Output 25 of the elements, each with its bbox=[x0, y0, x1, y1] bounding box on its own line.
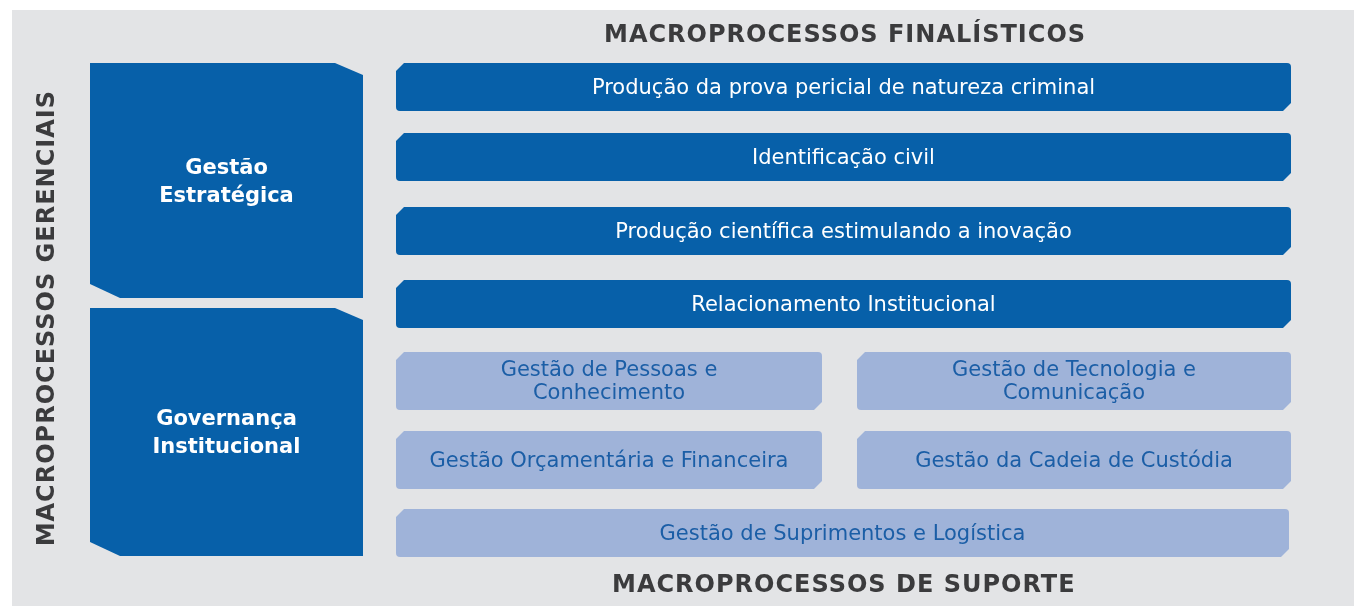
process-box bbox=[90, 308, 363, 556]
process-label: Relacionamento Institucional bbox=[691, 292, 996, 316]
process-label: Gestão de Pessoas e Conhecimento bbox=[499, 358, 719, 404]
section-heading: MACROPROCESSOS GERENCIAIS bbox=[32, 90, 60, 547]
process-box bbox=[396, 352, 822, 410]
process-label: Produção científica estimulando a inovação bbox=[615, 219, 1072, 243]
process-box bbox=[90, 63, 363, 298]
process-label: Identificação civil bbox=[752, 145, 935, 169]
section-heading: MACROPROCESSOS FINALÍSTICOS bbox=[604, 20, 1087, 48]
process-label: Governança Institucional bbox=[151, 405, 302, 460]
process-box bbox=[396, 280, 1291, 328]
section-heading: MACROPROCESSOS DE SUPORTE bbox=[612, 570, 1076, 598]
process-label: Gestão Orçamentária e Financeira bbox=[429, 448, 789, 472]
process-label: Produção da prova pericial de natureza criminal bbox=[591, 75, 1096, 99]
process-box bbox=[857, 352, 1291, 410]
process-box bbox=[396, 207, 1291, 255]
process-box bbox=[396, 63, 1291, 111]
process-box bbox=[396, 133, 1291, 181]
process-label: Gestão Estratégica bbox=[158, 153, 295, 209]
process-label: Gestão de Tecnologia e Comunicação bbox=[951, 358, 1197, 404]
process-box bbox=[396, 509, 1289, 557]
process-label: Gestão de Suprimentos e Logística bbox=[659, 521, 1026, 545]
process-box bbox=[396, 431, 822, 489]
process-box bbox=[857, 431, 1291, 489]
process-label: Gestão da Cadeia de Custódia bbox=[915, 448, 1233, 472]
